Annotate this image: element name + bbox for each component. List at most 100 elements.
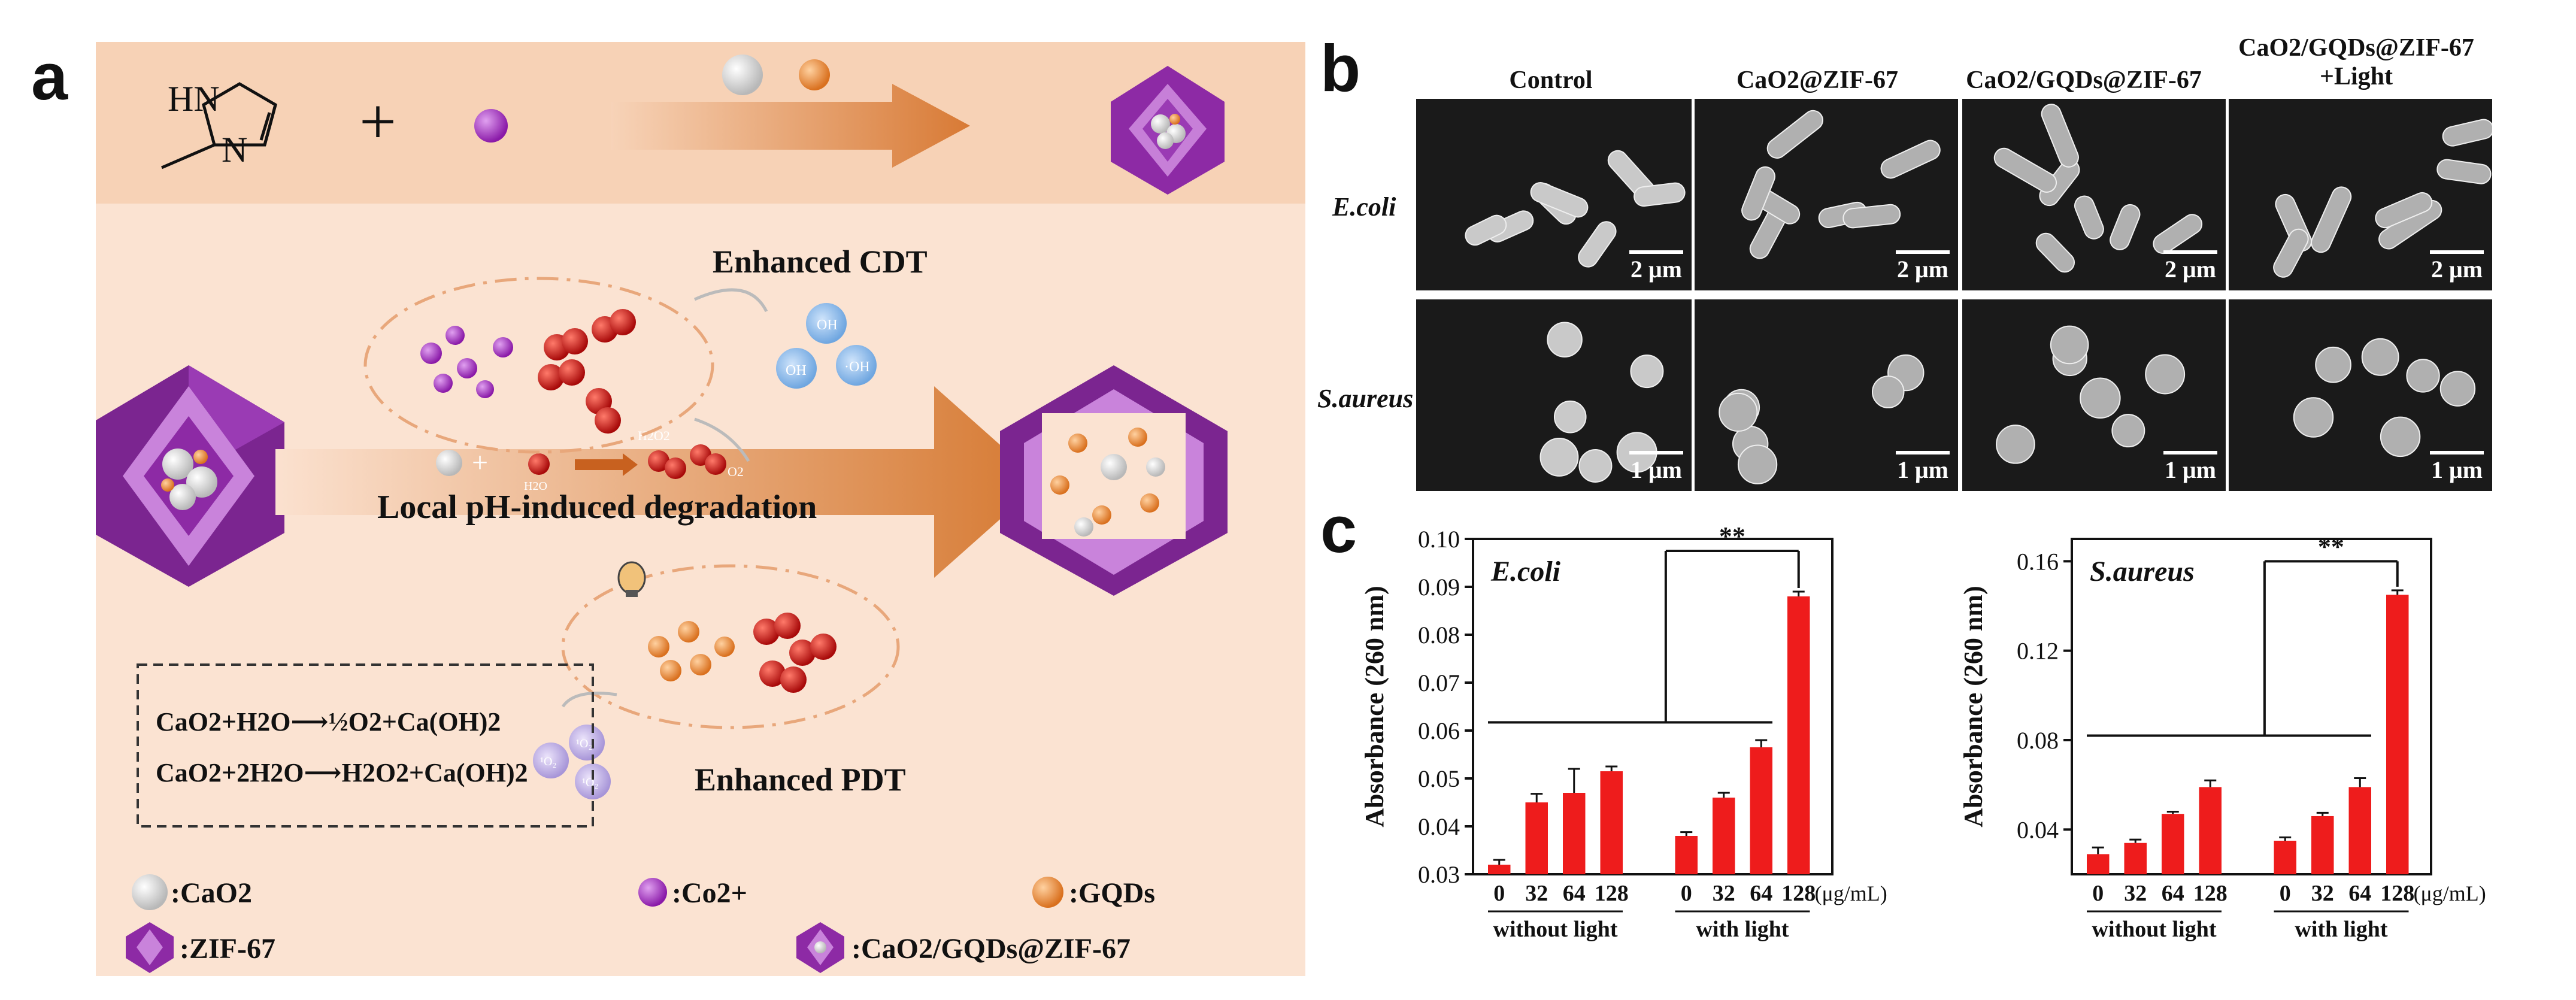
cao2-particle-icon <box>722 54 763 95</box>
legend-cao2: :CaO2 <box>171 877 252 909</box>
x-tick-label: 128 <box>1781 881 1816 906</box>
legend-composite: :CaO2/GQDs@ZIF-67 <box>851 933 1131 965</box>
x-tick-label: 32 <box>2311 881 2334 906</box>
imidazole-nh-text: HN <box>168 79 220 119</box>
y-tick-label: 0.16 <box>2017 548 2059 575</box>
pdt-title: Enhanced PDT <box>695 762 906 798</box>
pdt-dashed-region <box>561 564 900 729</box>
y-tick-label: 0.06 <box>1418 717 1460 744</box>
bulb-icon <box>617 561 646 597</box>
degradation-arrow <box>275 386 1042 578</box>
imidazole-n-text: N <box>222 130 247 169</box>
x-tick-label: 128 <box>1595 881 1629 906</box>
cdt-particles <box>420 309 636 434</box>
h2o-label: H2O <box>524 480 547 493</box>
row-label-ecoli: E.coli <box>1332 192 1396 222</box>
composite-particle-left-icon <box>93 365 284 587</box>
panel-a-svg: HN N + + H2O H2O2 O <box>93 42 1305 976</box>
legend-cao2-icon <box>132 874 168 910</box>
y-tick-label: 0.03 <box>1418 861 1460 888</box>
cdt-curve-arrow <box>693 288 768 313</box>
x-tick-label: 0 <box>1493 881 1505 906</box>
bar <box>2311 816 2334 874</box>
scale-bar: 2 μm <box>1629 250 1683 283</box>
cdt-title: Enhanced CDT <box>713 244 928 280</box>
panel-c-label: c <box>1320 493 1357 566</box>
x-tick-label: 128 <box>2193 881 2228 906</box>
plot-frame <box>1472 538 1833 875</box>
y-tick-label: 0.04 <box>2017 816 2059 843</box>
equation-2: CaO2+2H2O⟶H2O2+Ca(OH)2 <box>156 758 528 787</box>
group-label: without light <box>2092 917 2217 942</box>
x-tick-label: 32 <box>2124 881 2147 906</box>
y-axis-label: Absorbance (260 nm) <box>1360 586 1389 827</box>
bar <box>1600 771 1623 874</box>
scale-bar: 1 μm <box>1896 451 1950 484</box>
legend-gqds: :GQDs <box>1069 877 1155 909</box>
cao2-small-icon <box>436 450 462 476</box>
bar <box>2087 854 2110 874</box>
y-tick-label: 0.08 <box>2017 727 2059 754</box>
scale-bar: 1 μm <box>1629 451 1683 484</box>
bar <box>2124 843 2147 874</box>
sem-image-r1-c4: 2 μm <box>2229 99 2492 290</box>
oh-label-1: OH <box>817 317 838 333</box>
panel-b-label: b <box>1320 32 1361 105</box>
panel-a-schematic: HN N + + H2O H2O2 O <box>93 42 1305 976</box>
group-label: with light <box>1696 917 1789 942</box>
y-tick-label: 0.10 <box>1418 526 1460 553</box>
bar <box>2274 841 2296 874</box>
gqd-particle-icon <box>799 59 830 90</box>
x-tick-label: 64 <box>1750 881 1772 906</box>
scale-bar: 1 μm <box>2163 451 2217 484</box>
sem-image-r2-c1: 1 μm <box>1416 299 1692 491</box>
bar <box>1488 865 1511 874</box>
col-header-cao2-zif: CaO2@ZIF-67 <box>1736 66 1899 94</box>
significance-stars: ** <box>2318 532 2344 561</box>
composite-product-icon <box>1111 66 1225 195</box>
col-header-cao2-gqds-zif: CaO2/GQDs@ZIF-67 <box>1966 66 2202 94</box>
bar <box>1787 596 1810 874</box>
group-label: without light <box>1493 917 1618 942</box>
hydroxyl-radicals: OH OH ·OH <box>776 303 877 389</box>
scale-bar: 1 μm <box>2430 451 2484 484</box>
oh-label-2: OH <box>786 363 807 378</box>
scale-bar: 2 μm <box>2163 250 2217 283</box>
x-tick-label: 32 <box>1525 881 1548 906</box>
y-tick-label: 0.09 <box>1418 574 1460 601</box>
x-tick-label: 0 <box>2280 881 2291 906</box>
sem-image-r1-c3: 2 μm <box>1962 99 2226 290</box>
small-reaction-arrow <box>575 453 638 476</box>
x-tick-label: 64 <box>1563 881 1586 906</box>
legend-co: :Co2+ <box>672 877 747 909</box>
unit-label: (μg/mL) <box>1815 881 1887 905</box>
significance-stars: ** <box>1719 522 1745 551</box>
sem-image-r2-c3: 1 μm <box>1962 299 2226 491</box>
o2-label: O2 <box>728 464 744 479</box>
equation-1: CaO2+H2O⟶½O2+Ca(OH)2 <box>156 707 501 737</box>
x-tick-label: 0 <box>1681 881 1692 906</box>
oh-label-3: ·OH <box>844 359 870 375</box>
y-tick-label: 0.04 <box>1418 813 1460 840</box>
sem-image-r2-c2: 1 μm <box>1695 299 1958 491</box>
sem-image-r1-c2: 2 μm <box>1695 99 1958 290</box>
x-tick-label: 0 <box>2092 881 2104 906</box>
singlet-label-1: ¹O₂ <box>540 755 556 768</box>
degradation-label: Local pH-induced degradation <box>377 489 817 526</box>
bar <box>1713 798 1735 874</box>
y-tick-label: 0.12 <box>2017 638 2059 665</box>
y-tick-label: 0.07 <box>1418 669 1460 696</box>
row-label-saureus: S.aureus <box>1317 384 1414 413</box>
bar <box>2199 787 2222 874</box>
singlet-oxygen: ¹O₂ ¹O₂ ¹O₂ <box>533 725 611 799</box>
cdt-dashed-region <box>363 277 714 454</box>
singlet-label-2: ¹O₂ <box>576 737 592 750</box>
legend-gqd-icon <box>1032 877 1063 908</box>
bar <box>2162 814 2184 874</box>
y-axis-label: Absorbance (260 nm) <box>1959 586 1988 827</box>
legend: :CaO2 :Co2+ :GQDs :ZIF-67 :CaO2/GQDs@ZIF… <box>126 874 1155 973</box>
legend-co-icon <box>638 878 667 907</box>
x-tick-label: 64 <box>2348 881 2371 906</box>
unit-label: (μg/mL) <box>2414 881 2486 905</box>
